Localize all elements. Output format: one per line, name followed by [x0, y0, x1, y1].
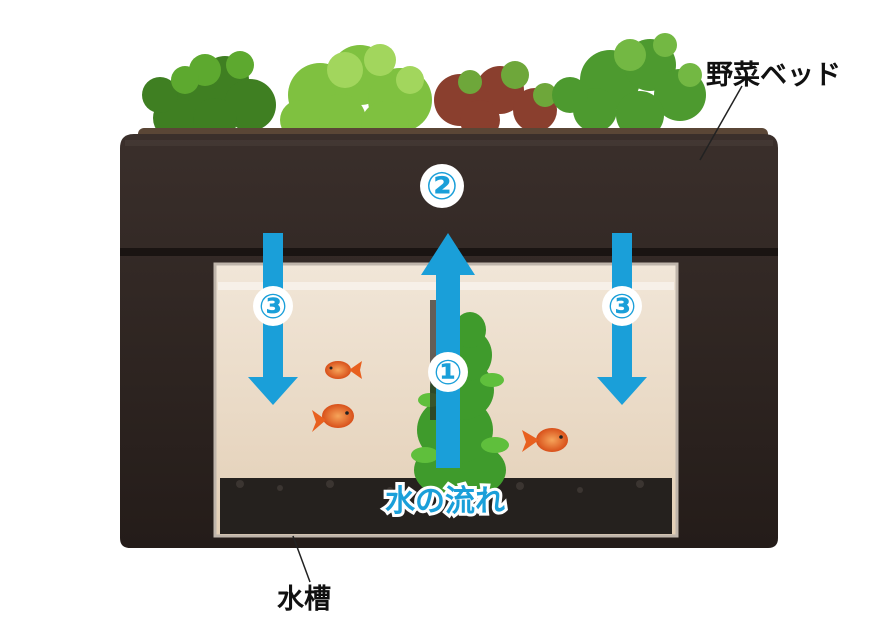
tank-leader-line — [292, 535, 311, 583]
step-fall-right-label: ③ — [608, 287, 637, 327]
step-fall-left-label: ③ — [259, 287, 288, 327]
step-spread-label: ② — [426, 164, 458, 208]
step-1-badge: ① — [428, 352, 468, 393]
vegetable-bed-label: 野菜ベッド — [706, 60, 841, 91]
step-2-badge: ② — [420, 164, 464, 208]
step-3-right-badge: ③ — [602, 286, 642, 327]
step-3-left-badge: ③ — [253, 286, 293, 327]
water-tank-label: 水槽 — [277, 584, 331, 615]
bed-leader-line — [699, 85, 743, 161]
goldfish — [312, 361, 568, 452]
step-rise-label: ① — [434, 353, 463, 393]
water-flow-label: 水の流れ — [385, 484, 505, 519]
